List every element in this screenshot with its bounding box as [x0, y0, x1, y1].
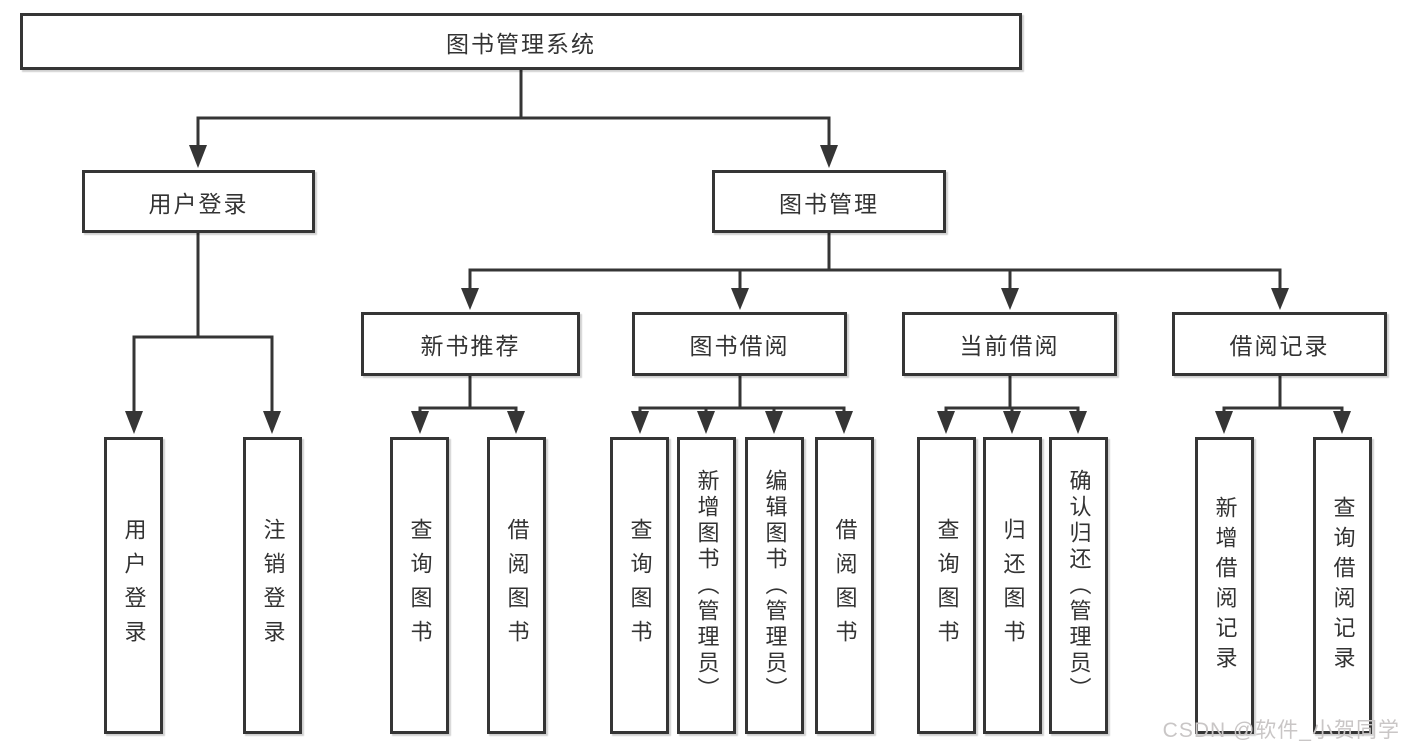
leaf-borrow-books-2-label: 借阅图书: [832, 517, 858, 654]
node-root: 图书管理系统: [20, 13, 1022, 70]
connector-book-management-to-level3: [461, 231, 1289, 310]
leaf-edit-book-admin-label: 编辑图书（管理员）: [762, 468, 788, 703]
connector-current-borrow-to-leaves: [937, 374, 1087, 434]
leaf-user-login: 用户登录: [104, 437, 163, 734]
node-borrow-records-label: 借阅记录: [1229, 333, 1330, 359]
leaf-query-books-3: 查询图书: [917, 437, 976, 734]
node-current-borrow: 当前借阅: [902, 312, 1117, 376]
connector-new-book-recommend-to-leaves: [411, 374, 525, 434]
connector-user-login-to-leaves: [125, 231, 281, 434]
leaf-confirm-return-admin-label: 确认归还（管理员）: [1066, 468, 1092, 703]
node-book-borrow: 图书借阅: [632, 312, 847, 376]
leaf-return-book: 归还图书: [983, 437, 1042, 734]
node-user-login: 用户登录: [82, 170, 315, 233]
node-user-login-label: 用户登录: [148, 190, 249, 217]
node-book-management-label: 图书管理: [779, 190, 879, 217]
node-current-borrow-label: 当前借阅: [959, 333, 1060, 359]
node-root-label: 图书管理系统: [446, 30, 596, 57]
leaf-return-book-label: 归还图书: [1000, 517, 1026, 654]
node-new-book-recommend: 新书推荐: [361, 312, 580, 376]
leaf-query-books-2-label: 查询图书: [627, 517, 653, 654]
leaf-edit-book-admin: 编辑图书（管理员）: [745, 437, 804, 734]
connector-root-to-level2: [189, 68, 838, 168]
leaf-query-books-1-label: 查询图书: [407, 517, 433, 654]
leaf-confirm-return-admin: 确认归还（管理员）: [1049, 437, 1108, 734]
csdn-watermark: CSDN @软件_小贺同学: [1162, 719, 1400, 742]
leaf-add-book-admin-label: 新增图书（管理员）: [694, 468, 720, 703]
leaf-borrow-books-2: 借阅图书: [815, 437, 874, 734]
node-new-book-recommend-label: 新书推荐: [420, 333, 521, 359]
leaf-logout-label: 注销登录: [260, 517, 286, 654]
node-book-management: 图书管理: [712, 170, 946, 233]
connector-book-borrow-to-leaves: [631, 374, 853, 434]
leaf-add-borrow-record: 新增借阅记录: [1195, 437, 1254, 734]
leaf-query-books-3-label: 查询图书: [934, 517, 960, 654]
leaf-query-borrow-record-label: 查询借阅记录: [1330, 495, 1356, 676]
leaf-logout: 注销登录: [243, 437, 302, 734]
leaf-borrow-books-1: 借阅图书: [487, 437, 546, 734]
leaf-query-books-2: 查询图书: [610, 437, 669, 734]
leaf-add-book-admin: 新增图书（管理员）: [677, 437, 736, 734]
node-borrow-records: 借阅记录: [1172, 312, 1387, 376]
leaf-user-login-label: 用户登录: [121, 517, 147, 654]
leaf-query-books-1: 查询图书: [390, 437, 449, 734]
connector-borrow-records-to-leaves: [1215, 374, 1351, 434]
leaf-borrow-books-1-label: 借阅图书: [504, 517, 530, 654]
node-book-borrow-label: 图书借阅: [689, 333, 790, 359]
leaf-query-borrow-record: 查询借阅记录: [1313, 437, 1372, 734]
leaf-add-borrow-record-label: 新增借阅记录: [1212, 495, 1238, 676]
